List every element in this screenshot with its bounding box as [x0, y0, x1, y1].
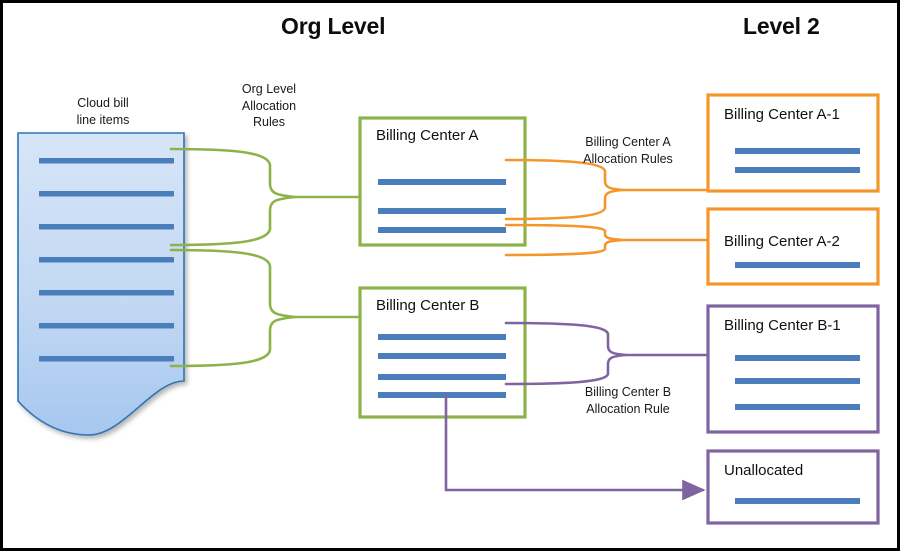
line-item	[735, 498, 860, 504]
line-item	[39, 224, 174, 230]
line-item	[735, 167, 860, 173]
line-item	[735, 262, 860, 268]
line-item	[378, 334, 506, 340]
billing-center-a-title: Billing Center A	[376, 127, 479, 144]
unallocated-box[interactable]	[706, 449, 880, 525]
line-item	[735, 378, 860, 384]
line-item	[39, 356, 174, 362]
cloud-bill-line-items	[39, 158, 174, 362]
billing-center-b-allocation-connectors	[444, 321, 710, 501]
billing-center-b1-frame	[706, 304, 880, 434]
caption-billing-center-b-allocation-rule: Billing Center B Allocation Rule	[584, 385, 672, 416]
billing-center-a2-line-items	[735, 262, 860, 268]
unallocated-frame	[706, 449, 880, 525]
billing-center-a1-box[interactable]	[706, 93, 880, 193]
caption-billing-center-a-allocation-rules: Billing Center A Allocation Rules	[583, 135, 673, 166]
billing-center-a1-line-items	[735, 148, 860, 173]
header-level-2: Level 2	[743, 13, 820, 39]
line-item	[378, 208, 506, 214]
line-item	[39, 290, 174, 296]
billing-center-a1-title: Billing Center A-1	[724, 106, 840, 123]
billing-center-b1-line-items	[735, 355, 860, 410]
header-org-level: Org Level	[281, 13, 386, 39]
line-item	[378, 179, 506, 185]
billing-center-b1-title: Billing Center B-1	[724, 317, 841, 334]
billing-center-a2-title: Billing Center A-2	[724, 233, 840, 250]
green-brace-b	[169, 248, 296, 368]
green-brace-a	[169, 147, 296, 247]
caption-cloud-bill-line-items: Cloud bill line items	[76, 96, 130, 127]
line-item	[735, 355, 860, 361]
billing-center-a1-frame	[706, 93, 880, 193]
line-item	[39, 191, 174, 197]
purple-unallocated-connector	[444, 393, 706, 501]
billing-center-a-line-items	[378, 179, 506, 233]
billing-center-b1-box[interactable]	[706, 304, 880, 434]
unallocated-title: Unallocated	[724, 462, 804, 479]
billing-center-b-line-items	[378, 334, 506, 398]
line-item	[39, 158, 174, 164]
line-item	[378, 374, 506, 380]
line-item	[735, 148, 860, 154]
caption-org-level-allocation-rules: Org Level Allocation Rules	[241, 82, 297, 129]
line-item	[378, 392, 506, 398]
allocation-flow-diagram	[17, 93, 880, 525]
line-item	[39, 323, 174, 329]
line-item	[39, 257, 174, 263]
billing-center-a2-frame	[706, 207, 880, 286]
billing-center-b-title: Billing Center B	[376, 297, 480, 314]
billing-center-a2-box[interactable]	[706, 207, 880, 286]
line-item	[378, 353, 506, 359]
billing-center-b-box[interactable]	[358, 286, 527, 419]
billing-center-a-box[interactable]	[358, 116, 527, 247]
org-level-allocation-connectors	[169, 147, 360, 368]
billing-center-a-allocation-connectors	[504, 158, 710, 257]
cloud-bill-document	[17, 132, 185, 436]
line-item	[735, 404, 860, 410]
line-item	[378, 227, 506, 233]
unallocated-line-items	[735, 498, 860, 504]
cloud-bill-shape	[17, 132, 185, 436]
